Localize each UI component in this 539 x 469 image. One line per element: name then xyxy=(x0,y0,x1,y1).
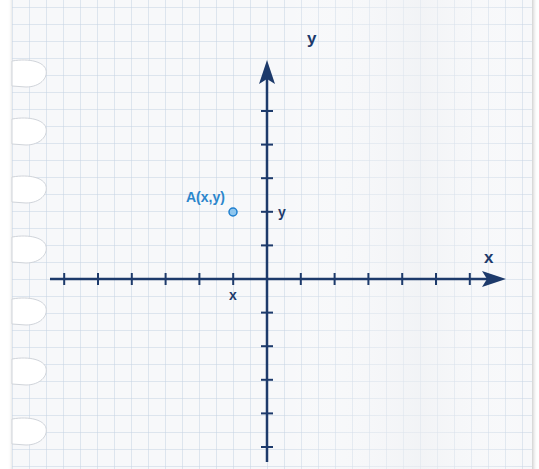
x-tick xyxy=(165,273,167,285)
y-tick xyxy=(261,379,273,381)
axis-label: y xyxy=(307,30,316,47)
tick-label: x xyxy=(229,288,237,302)
x-tick xyxy=(131,273,133,285)
y-tick xyxy=(261,110,273,112)
torn-hole xyxy=(12,358,46,385)
x-tick xyxy=(97,273,99,285)
y-tick xyxy=(261,412,273,414)
y-axis xyxy=(259,60,275,462)
x-tick xyxy=(334,273,336,285)
torn-hole xyxy=(12,118,46,145)
y-tick xyxy=(261,446,273,448)
axis-label: x xyxy=(484,249,493,266)
paper-sheet xyxy=(12,0,532,469)
x-tick xyxy=(63,273,65,285)
torn-hole xyxy=(12,298,46,325)
point-a xyxy=(229,208,237,216)
torn-hole xyxy=(12,60,46,87)
axis-ticks xyxy=(64,111,470,447)
x-tick xyxy=(435,273,437,285)
y-tick xyxy=(261,312,273,314)
grid xyxy=(12,0,532,469)
torn-hole xyxy=(12,176,46,203)
x-tick xyxy=(401,273,403,285)
x-tick xyxy=(300,273,302,285)
point-label: A(x,y) xyxy=(186,190,225,204)
y-tick xyxy=(261,211,273,213)
x-tick xyxy=(469,273,471,285)
torn-hole xyxy=(12,236,46,263)
x-tick xyxy=(367,273,369,285)
tick-label: y xyxy=(278,205,286,219)
y-tick xyxy=(261,244,273,246)
torn-hole xyxy=(12,418,46,445)
x-axis xyxy=(50,271,506,287)
paper-crease xyxy=(280,0,532,469)
x-tick xyxy=(198,273,200,285)
y-tick xyxy=(261,177,273,179)
torn-edge xyxy=(12,60,46,445)
y-tick xyxy=(261,345,273,347)
y-tick xyxy=(261,144,273,146)
x-tick xyxy=(232,273,234,285)
